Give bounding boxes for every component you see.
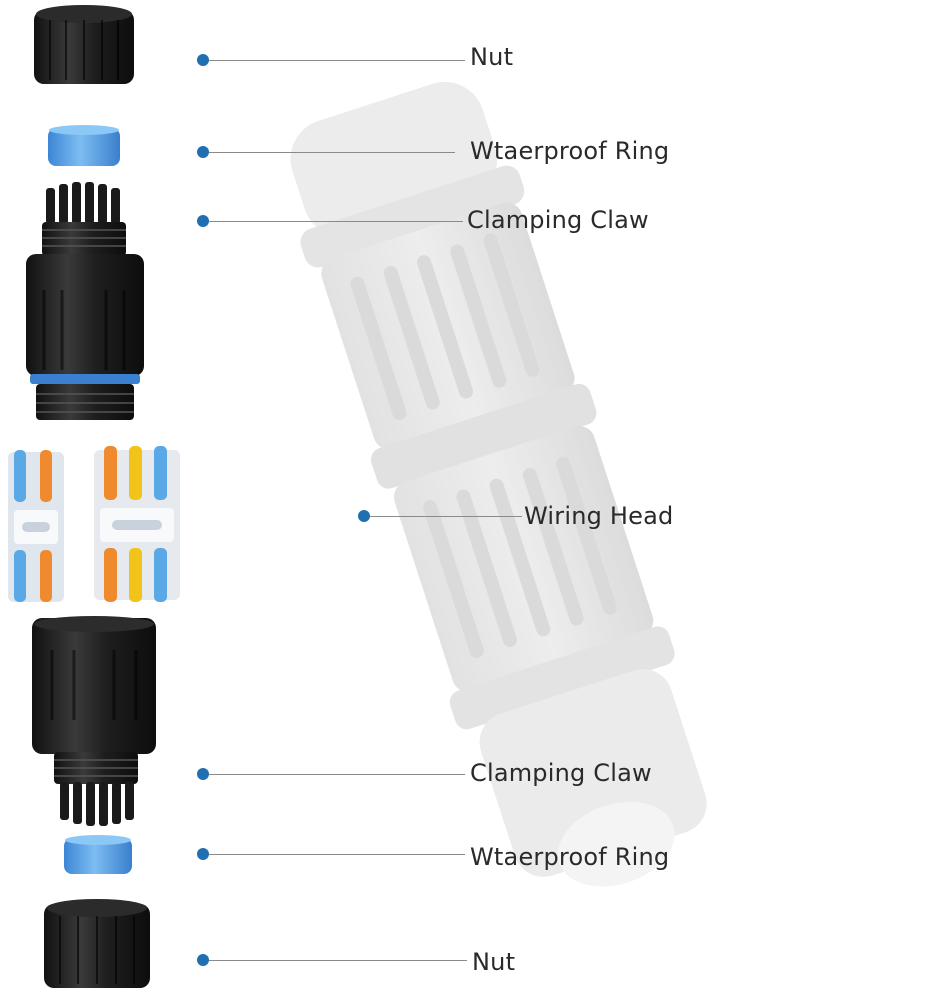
callout-dot — [197, 54, 209, 66]
clamping-claw-top-part — [26, 182, 144, 420]
callout-dot — [197, 215, 209, 227]
label-nut-top: Nut — [470, 43, 514, 71]
nut-top-part — [34, 5, 134, 84]
leader-line — [209, 59, 465, 61]
assembled-connector — [290, 81, 707, 887]
waterproof-ring-top-part — [48, 125, 120, 166]
label-clamping-claw-bottom: Clamping Claw — [470, 759, 652, 787]
callout-dot — [197, 768, 209, 780]
wiring-terminal-2way — [8, 450, 64, 602]
leader-line — [209, 151, 455, 153]
wiring-terminal-3way — [94, 446, 180, 602]
waterproof-ring-bottom-part — [64, 835, 132, 874]
leader-line — [209, 773, 465, 775]
label-waterproof-ring-top: Wtaerproof Ring — [470, 137, 670, 165]
label-wiring-head: Wiring Head — [524, 502, 674, 530]
callout-dot — [197, 954, 209, 966]
label-waterproof-ring-bottom: Wtaerproof Ring — [470, 843, 670, 871]
callout-dot — [197, 848, 209, 860]
leader-line — [370, 515, 522, 517]
clamping-claw-bottom-part — [32, 616, 156, 826]
leader-line — [209, 853, 465, 855]
leader-line — [209, 220, 463, 222]
label-nut-bottom: Nut — [472, 948, 516, 976]
callout-dot — [197, 146, 209, 158]
nut-bottom-part — [44, 899, 150, 988]
callout-dot — [358, 510, 370, 522]
leader-line — [209, 959, 467, 961]
label-clamping-claw-top: Clamping Claw — [467, 206, 649, 234]
